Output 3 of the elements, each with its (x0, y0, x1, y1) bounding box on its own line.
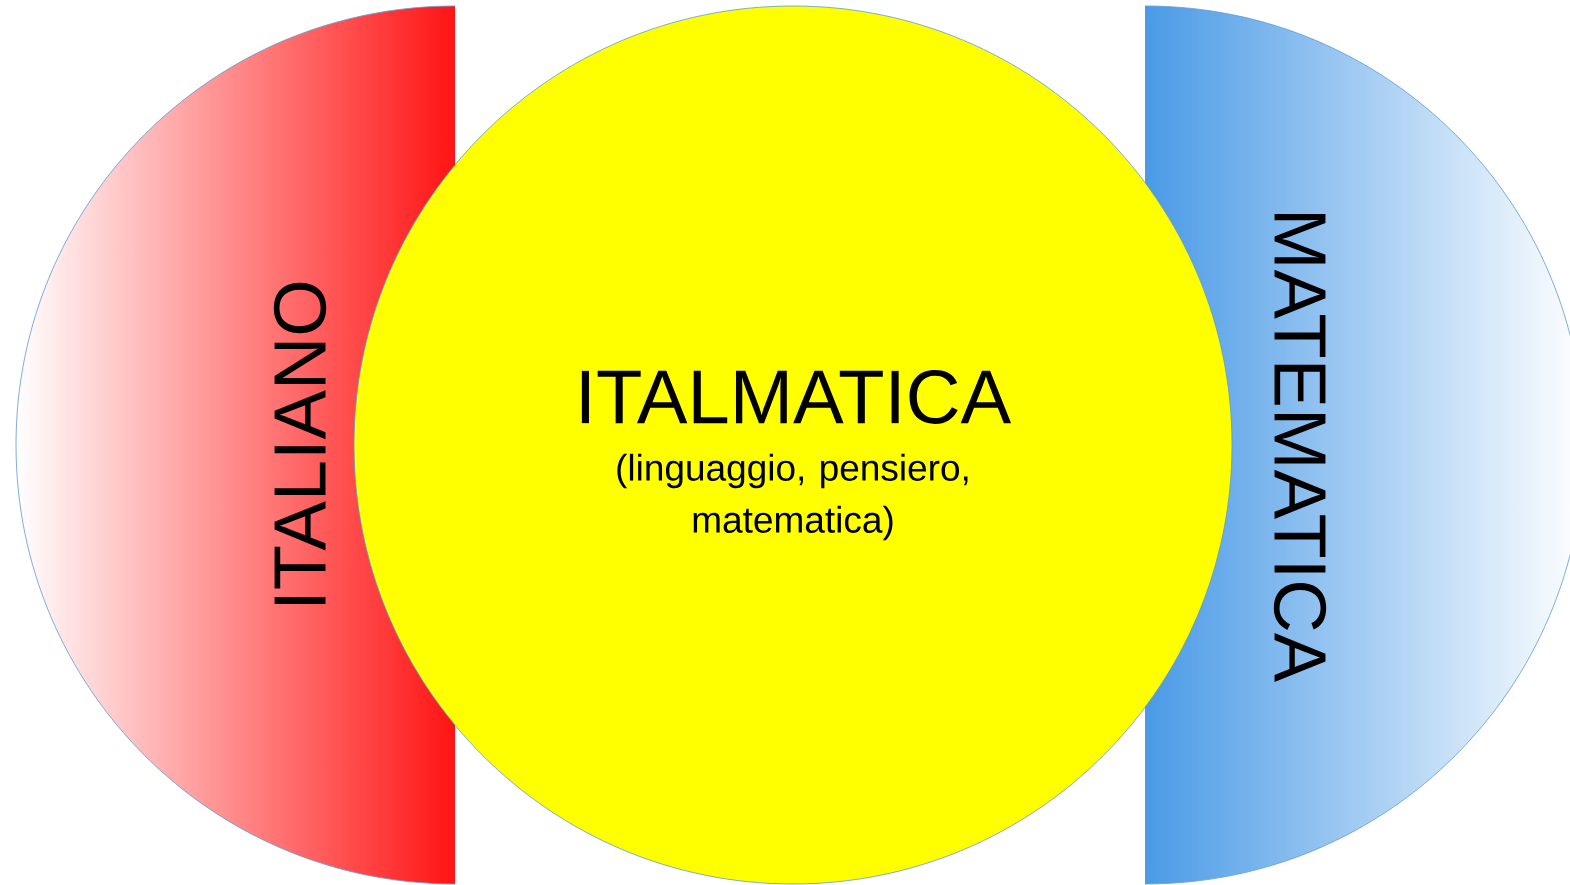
subtitle: (linguaggio, pensiero, matematica) (617, 453, 968, 541)
title: ITALMATICA (581, 370, 1012, 424)
half-disc: ITALIANO (15, 5, 456, 885)
